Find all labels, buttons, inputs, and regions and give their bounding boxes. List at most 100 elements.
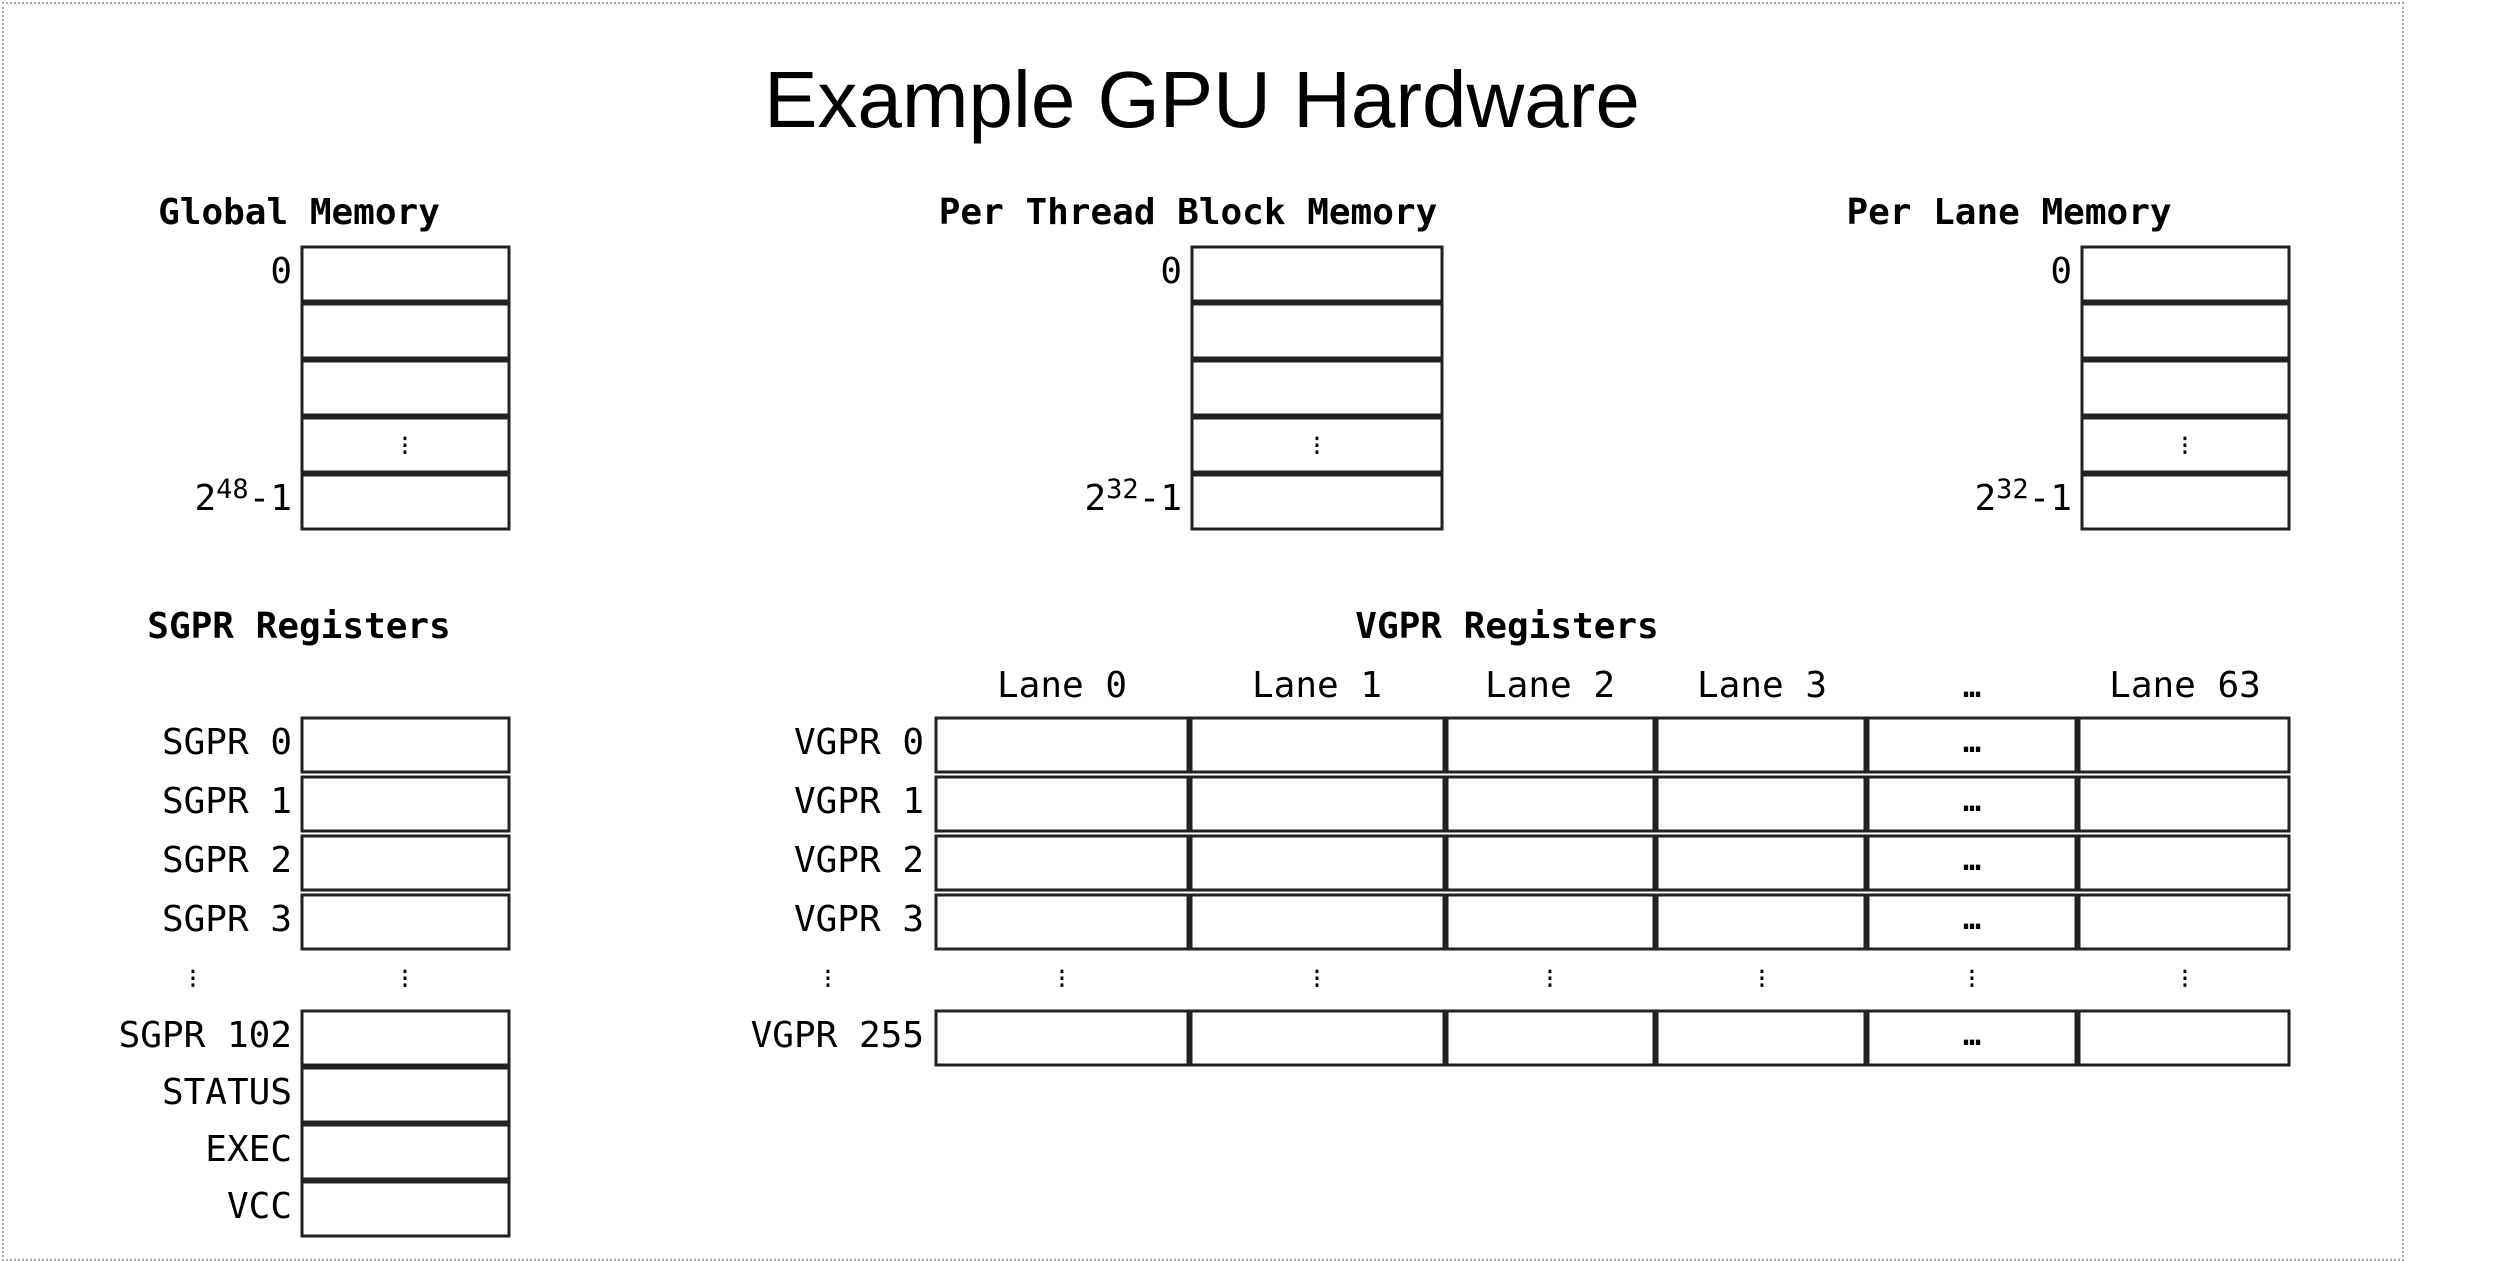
vgpr-cell: [2077, 775, 2291, 833]
last-address-exponent: 48: [216, 474, 249, 505]
vgpr-heading: VGPR Registers: [1355, 606, 1658, 647]
vgpr-column-ellipsis: ⁝: [1546, 962, 1555, 995]
vgpr-cell: [1866, 775, 2078, 833]
lane-memory-cell: [2080, 302, 2291, 360]
vgpr-column-ellipsis: ⁝: [1058, 962, 1067, 995]
sgpr-row-label: SGPR 102: [119, 1015, 292, 1056]
vgpr-cell: [1445, 834, 1656, 892]
vgpr-cell: [1445, 893, 1656, 951]
vgpr-cell: [2077, 716, 2291, 774]
lane-memory-cell: [2080, 416, 2291, 474]
vgpr-lane-header: Lane 3: [1697, 665, 1827, 706]
vgpr-cell: [934, 775, 1190, 833]
global-memory-block: Global Memory 0 ⁝ 248-1: [158, 192, 511, 531]
lane-memory-heading: Per Lane Memory: [1846, 192, 2171, 233]
vgpr-row-ellipsis: ⁝: [824, 962, 833, 995]
vgpr-lane-header: Lane 0: [997, 665, 1127, 706]
sgpr-cell: [300, 716, 511, 774]
global-memory-heading: Global Memory: [158, 192, 440, 233]
vgpr-row-label: VGPR 1: [794, 781, 924, 822]
block-memory-cell: [1190, 302, 1444, 360]
vgpr-cell: [1655, 893, 1867, 951]
vgpr-cell: [1866, 1009, 2078, 1067]
vgpr-cell: [1189, 893, 1446, 951]
block-memory-last-address: 232-1: [1084, 474, 1182, 519]
block-memory-cell: [1190, 473, 1444, 531]
sgpr-heading: SGPR Registers: [147, 606, 450, 647]
sgpr-row-ellipsis: ⁝: [189, 962, 198, 995]
lane-memory-block: Per Lane Memory 0 ⁝ 232-1: [1846, 192, 2291, 531]
last-address-base: 2: [194, 478, 216, 519]
block-memory-ellipsis: ⁝: [1313, 429, 1322, 462]
global-memory-ellipsis: ⁝: [401, 429, 410, 462]
sgpr-cell: [300, 893, 511, 951]
sgpr-block: SGPR Registers SGPR 0 SGPR 1 SGPR 2 SGPR…: [119, 606, 511, 1238]
global-memory-cell: [300, 245, 511, 303]
sgpr-row-label: EXEC: [205, 1129, 292, 1170]
block-memory-first-address: 0: [1160, 251, 1182, 292]
vgpr-column-ellipsis: ⁝: [1313, 962, 1322, 995]
global-memory-cell: [300, 359, 511, 417]
vgpr-cell: [1189, 716, 1446, 774]
last-address-tail: -1: [2029, 478, 2072, 519]
vgpr-cell: [1445, 1009, 1656, 1067]
vgpr-cell: [2077, 893, 2291, 951]
vgpr-block: VGPR Registers Lane 0 Lane 1 Lane 2 Lane…: [751, 606, 2291, 1067]
vgpr-column-ellipsis: ⁝: [1758, 962, 1767, 995]
lane-memory-cell: [2080, 245, 2291, 303]
vgpr-lane-header-ellipsis: …: [1963, 670, 1981, 705]
vgpr-cell: [1655, 716, 1867, 774]
lane-memory-last-address: 232-1: [1974, 474, 2072, 519]
vgpr-cell: [1189, 775, 1446, 833]
last-address-tail: -1: [1139, 478, 1182, 519]
vgpr-cell-ellipsis: …: [1963, 902, 1981, 937]
diagram-title: Example GPU Hardware: [764, 55, 1640, 144]
vgpr-row-label: VGPR 3: [794, 899, 924, 940]
vgpr-cell: [1189, 1009, 1446, 1067]
lane-memory-cell: [2080, 359, 2291, 417]
vgpr-lane-header: Lane 63: [2109, 665, 2261, 706]
vgpr-cell: [1866, 716, 2078, 774]
vgpr-cell: [934, 834, 1190, 892]
vgpr-cell: [1445, 775, 1656, 833]
vgpr-cell-ellipsis: …: [1963, 784, 1981, 819]
vgpr-cell: [1655, 834, 1867, 892]
vgpr-cell: [1189, 834, 1446, 892]
block-memory-block: Per Thread Block Memory 0 ⁝ 232-1: [939, 192, 1444, 531]
sgpr-row-label: SGPR 3: [162, 899, 292, 940]
vgpr-cell-ellipsis: …: [1963, 1018, 1981, 1053]
vgpr-cell: [1866, 834, 2078, 892]
last-address-exponent: 32: [1996, 474, 2029, 505]
vgpr-row-label: VGPR 255: [751, 1015, 924, 1056]
vgpr-cell: [934, 716, 1190, 774]
vgpr-lane-header: Lane 1: [1252, 665, 1382, 706]
vgpr-lane-header: Lane 2: [1485, 665, 1615, 706]
sgpr-cell-ellipsis: ⁝: [401, 962, 410, 995]
sgpr-cell: [300, 1180, 511, 1238]
lane-memory-ellipsis: ⁝: [2181, 429, 2190, 462]
block-memory-cell: [1190, 245, 1444, 303]
block-memory-cell: [1190, 416, 1444, 474]
vgpr-cell: [1655, 775, 1867, 833]
vgpr-cell-ellipsis: …: [1963, 843, 1981, 878]
sgpr-row-label: SGPR 2: [162, 840, 292, 881]
vgpr-column-ellipsis: ⁝: [1968, 962, 1977, 995]
last-address-base: 2: [1974, 478, 1996, 519]
last-address-base: 2: [1084, 478, 1106, 519]
global-memory-cell: [300, 473, 511, 531]
sgpr-row-label: STATUS: [162, 1072, 292, 1113]
vgpr-cell: [2077, 834, 2291, 892]
vgpr-cell: [1655, 1009, 1867, 1067]
sgpr-row-label: SGPR 1: [162, 781, 292, 822]
global-memory-first-address: 0: [270, 251, 292, 292]
vgpr-row-label: VGPR 0: [794, 722, 924, 763]
lane-memory-cell: [2080, 473, 2291, 531]
vgpr-row-label: VGPR 2: [794, 840, 924, 881]
vgpr-column-ellipsis: ⁝: [2181, 962, 2190, 995]
lane-memory-first-address: 0: [2050, 251, 2072, 292]
sgpr-cell: [300, 775, 511, 833]
last-address-exponent: 32: [1106, 474, 1139, 505]
global-memory-last-address: 248-1: [194, 474, 292, 519]
sgpr-cell: [300, 1009, 511, 1067]
